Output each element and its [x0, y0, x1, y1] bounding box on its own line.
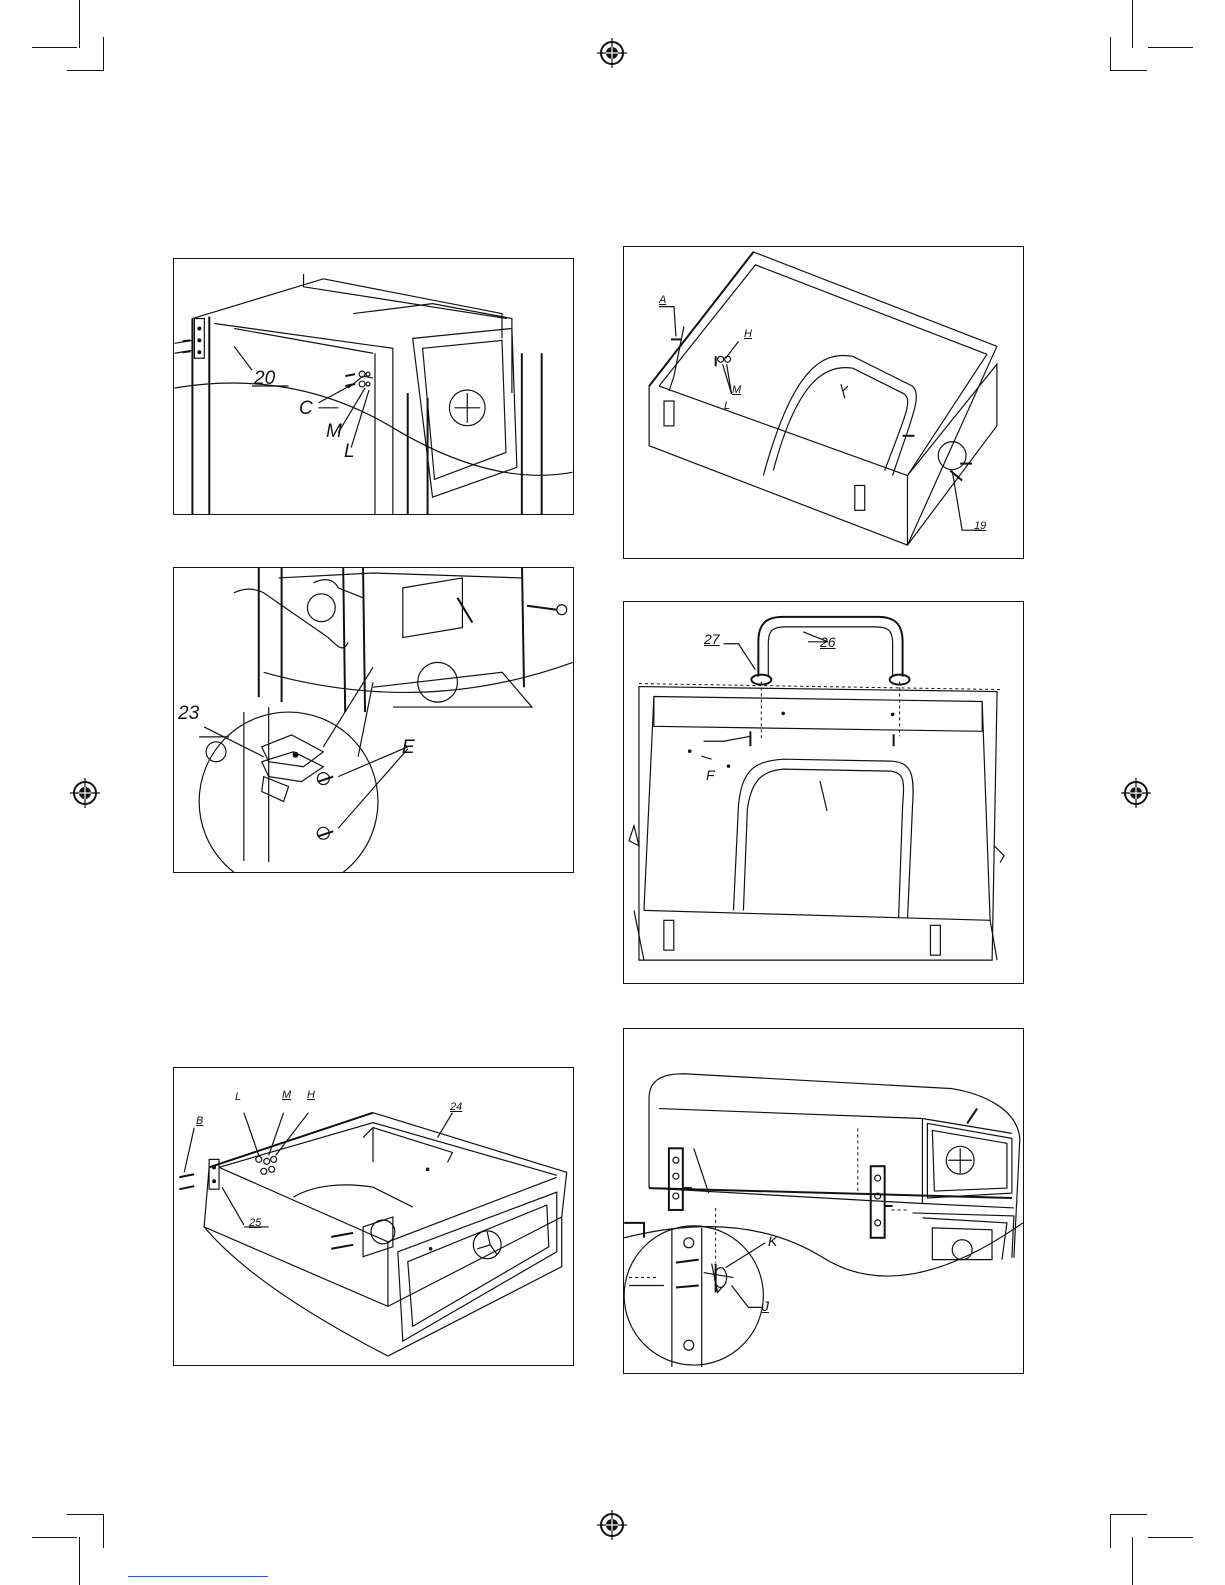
part-label-20: 20 [254, 369, 275, 388]
footer-link-underline [128, 1576, 268, 1577]
crop-mark-icon [103, 37, 104, 71]
part-label-e: E [402, 738, 415, 757]
crop-mark-icon [1148, 47, 1193, 48]
part-label-l: L [235, 1092, 241, 1103]
hinge-detail-illustration [624, 1029, 1023, 1373]
crop-mark-icon [79, 0, 80, 48]
part-label-f: F [706, 768, 715, 782]
part-label-25: 25 [249, 1218, 261, 1229]
crop-mark-icon [79, 1537, 80, 1585]
step-panel-attach-side-panel: 20 C M L [173, 258, 574, 515]
registration-target-icon [597, 38, 627, 68]
registration-target-icon [70, 778, 100, 808]
step-panel-attach-bracket: 23 E [173, 567, 574, 873]
step-panel-fit-lid-hardware: A H M L 19 [623, 246, 1024, 559]
crop-mark-icon [1132, 0, 1133, 48]
part-label-b: B [196, 1116, 203, 1127]
registration-target-icon [1121, 778, 1151, 808]
part-label-c: C [299, 399, 313, 418]
step-panel-assemble-firebox: L M H B 24 25 [173, 1067, 574, 1366]
part-label-a: A [659, 295, 666, 306]
part-label-l: L [724, 401, 730, 412]
fan-vent-icon [307, 594, 335, 622]
crop-mark-icon [32, 1537, 77, 1538]
part-label-h: H [744, 329, 752, 340]
part-label-m: M [282, 1090, 291, 1101]
crop-mark-icon [32, 47, 77, 48]
crop-mark-icon [1148, 1537, 1193, 1538]
lid-handle-illustration [624, 602, 1023, 983]
lid-interior-illustration [624, 247, 1023, 558]
part-label-24: 24 [450, 1102, 462, 1113]
part-label-23: 23 [178, 704, 199, 723]
step-panel-hinge-lid: K J [623, 1028, 1024, 1374]
crop-mark-icon [1110, 70, 1147, 71]
crop-mark-icon [1132, 1537, 1133, 1585]
part-label-26: 26 [820, 635, 836, 649]
registration-target-icon [597, 1510, 627, 1540]
part-label-m: M [732, 385, 741, 396]
part-label-m: M [326, 422, 342, 441]
part-label-j: J [762, 1299, 769, 1313]
firebox-illustration [174, 1068, 573, 1365]
part-label-27: 27 [704, 632, 720, 646]
step-panel-fit-handle: 27 26 F [623, 601, 1024, 984]
part-label-l: L [344, 442, 355, 461]
crop-mark-icon [1110, 37, 1111, 71]
crop-mark-icon [103, 1514, 104, 1548]
crop-mark-icon [1110, 1514, 1111, 1548]
bracket-detail-illustration [174, 568, 573, 872]
part-label-h: H [307, 1090, 315, 1101]
crop-mark-icon [67, 1514, 104, 1515]
crop-mark-icon [1110, 1514, 1147, 1515]
crop-mark-icon [67, 70, 104, 71]
grill-frame-illustration [174, 259, 573, 514]
part-label-k: K [768, 1234, 777, 1248]
part-label-19: 19 [974, 521, 986, 532]
